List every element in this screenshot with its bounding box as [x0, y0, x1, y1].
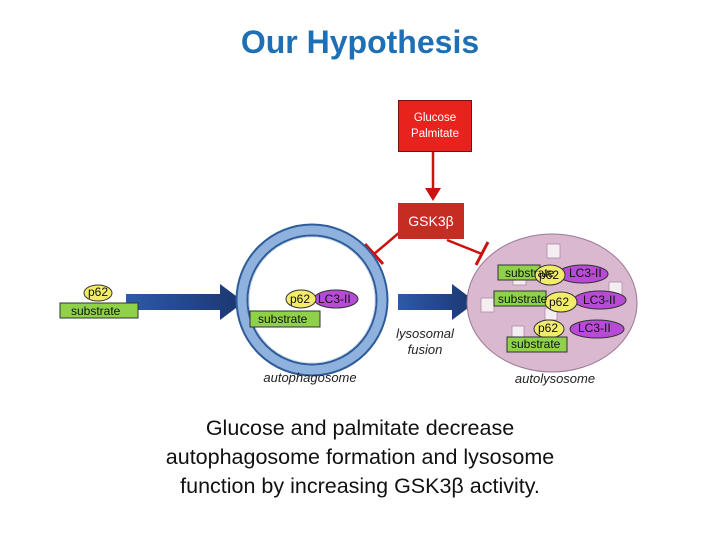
free-p62-label: p62 [88, 285, 109, 299]
lyso-p62-label-2: p62 [549, 295, 570, 309]
lyso-substrate-label-3: substrate [511, 337, 561, 351]
conclusion-line-3: function by increasing GSK3β activity. [180, 474, 540, 498]
glucose-palmitate-box: Glucose Palmitate [398, 100, 472, 152]
lyso-lc3-label-3: LC3-II [578, 321, 611, 335]
lyso-substrate-label-2: substrate [498, 292, 548, 306]
autolysosome-complex-2 [493, 290, 627, 313]
glucose-label: Glucose [413, 112, 457, 124]
autolysosome-complex-3 [506, 319, 625, 353]
palmitate-label: Palmitate [411, 128, 459, 140]
fusion-line-1: lysosomal [396, 326, 454, 341]
free-complex [59, 284, 139, 319]
fusion-line-2: fusion [407, 342, 443, 357]
lysosomal-fusion-label: lysosomal fusion [382, 326, 468, 358]
formation-arrow [126, 284, 244, 320]
auto-lc3-label: LC3-II [318, 292, 351, 306]
lyso-substrate-label-1: substrate [505, 266, 555, 280]
auto-p62-ellipse [285, 289, 317, 309]
gsk3b-label: GSK3β [408, 213, 454, 229]
free-substrate-label: substrate [71, 304, 121, 318]
stimulus-arrow [425, 152, 441, 201]
autophagosome-complex [249, 289, 359, 328]
lyso-p62-label-3: p62 [538, 321, 559, 335]
inhibition-autophagosome-line [363, 231, 401, 266]
auto-p62-label: p62 [290, 292, 311, 306]
autolysosome-complex-1 [497, 264, 609, 286]
auto-substrate-label: substrate [258, 312, 308, 326]
autophagosome-label: autophagosome [263, 370, 357, 385]
conclusion-text: Glucose and palmitate decrease autophago… [80, 414, 640, 501]
autolysosome-label: autolysosome [514, 371, 596, 386]
conclusion-line-2: autophagosome formation and lysosome [165, 445, 555, 469]
free-p62-ellipse [83, 284, 113, 302]
page-title: Our Hypothesis [240, 24, 480, 60]
lyso-p62-label-1: p62 [539, 268, 560, 282]
gsk3b-box: GSK3β [398, 203, 464, 239]
auto-substrate-rect [249, 310, 321, 328]
free-substrate-rect [59, 302, 139, 319]
fusion-arrow [398, 284, 476, 320]
conclusion-line-1: Glucose and palmitate decrease [205, 416, 515, 440]
lyso-lc3-label-1: LC3-II [569, 266, 602, 280]
lyso-lc3-label-2: LC3-II [583, 293, 616, 307]
inhibition-lysosome-line [446, 238, 490, 266]
